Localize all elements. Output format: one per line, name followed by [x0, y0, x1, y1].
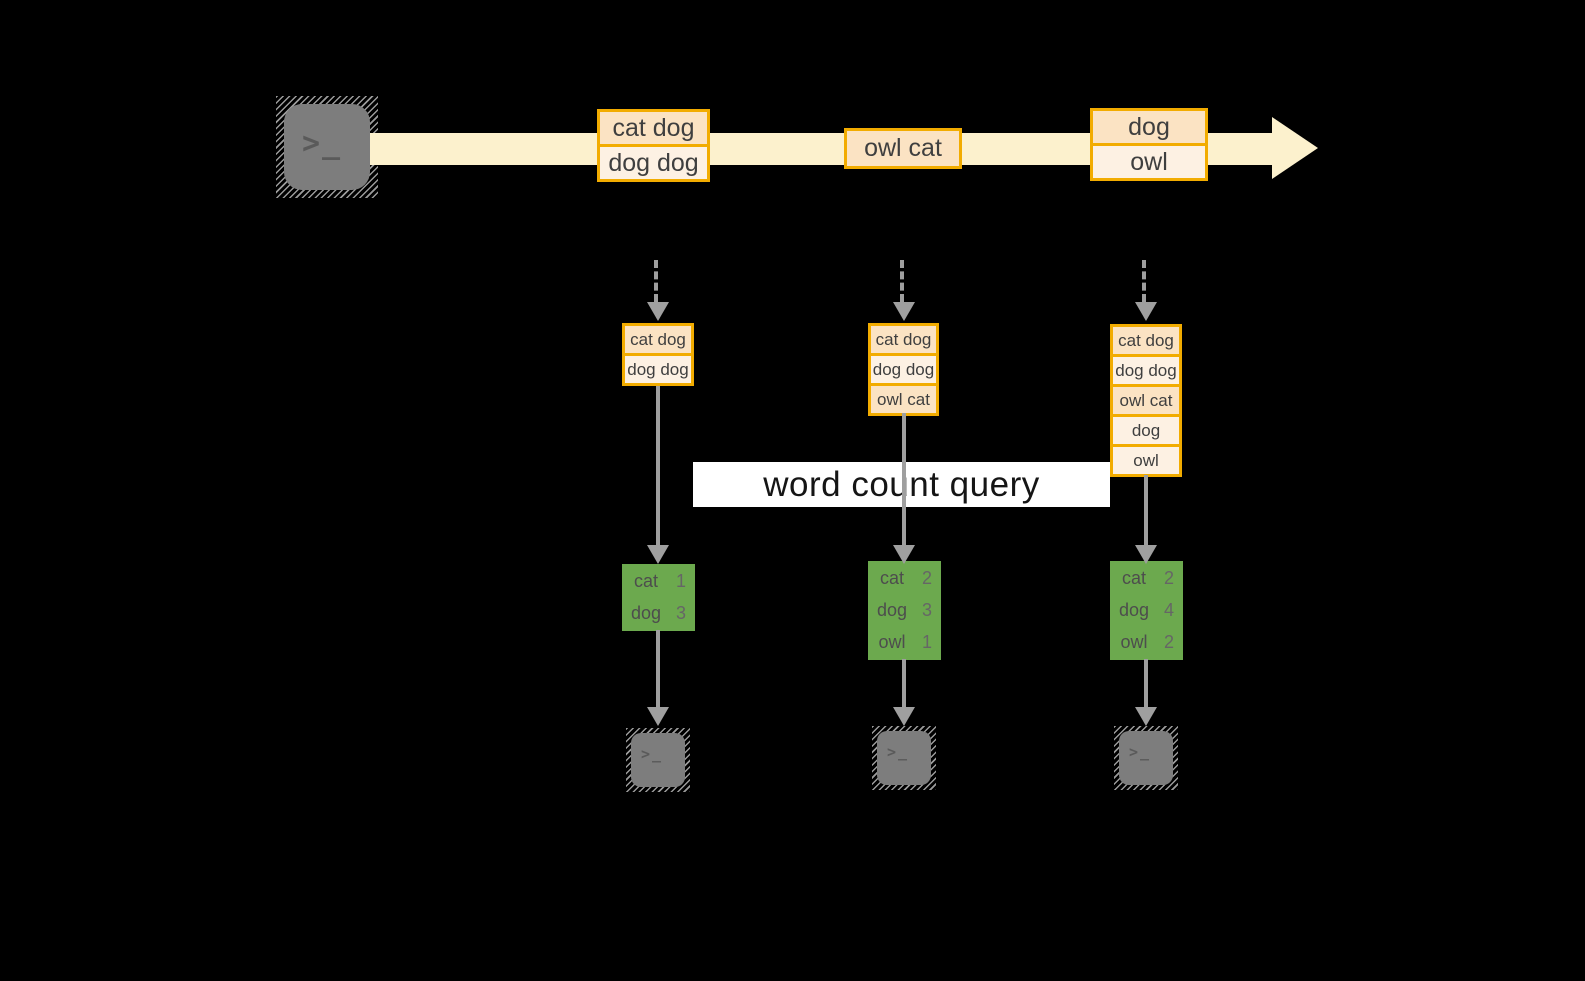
- stream-event-line: owl: [1090, 143, 1208, 181]
- count-value: 1: [675, 571, 686, 591]
- count-word: owl: [878, 632, 906, 652]
- stream-event-box: cat dog dog dog: [597, 109, 710, 182]
- count-word: cat: [1121, 568, 1146, 588]
- terminal-body: >_: [1119, 731, 1173, 785]
- output-arrow-head: [647, 707, 669, 726]
- stream-event-box: owl cat: [844, 128, 962, 169]
- count-word: dog: [876, 600, 908, 620]
- output-arrow-shaft: [902, 659, 906, 708]
- count-value: 1: [921, 632, 932, 652]
- count-table: cat 1 dog 3: [622, 564, 695, 631]
- stream-event-line: cat dog: [597, 109, 710, 147]
- output-arrow-head: [893, 707, 915, 726]
- count-table: cat 2 dog 4 owl 2: [1110, 561, 1183, 660]
- ingest-arrow-shaft: [900, 260, 904, 302]
- count-value: 2: [921, 568, 932, 588]
- query-arrow-head: [893, 545, 915, 564]
- ingest-arrow-shaft: [1142, 260, 1146, 302]
- terminal-prompt-glyph: >_: [887, 743, 910, 761]
- ingest-arrow-shaft: [654, 260, 658, 302]
- event-stack: cat dog dog dog owl cat: [868, 323, 939, 416]
- ingest-arrow-head: [893, 302, 915, 321]
- query-arrow-shaft: [902, 413, 906, 545]
- terminal-icon: >_: [1114, 726, 1178, 790]
- terminal-prompt-glyph: >_: [302, 126, 343, 161]
- stack-cell: cat dog: [622, 323, 694, 356]
- query-arrow-head: [1135, 545, 1157, 564]
- stack-cell: dog dog: [868, 353, 939, 386]
- stream-arrow-head: [1272, 117, 1318, 179]
- count-word: dog: [630, 603, 662, 623]
- count-value: 2: [1163, 632, 1174, 652]
- count-word: dog: [1118, 600, 1150, 620]
- count-value: 3: [921, 600, 932, 620]
- count-value: 3: [675, 603, 686, 623]
- stack-cell: owl cat: [868, 383, 939, 416]
- stream-event-box: dog owl: [1090, 108, 1208, 181]
- terminal-icon: >_: [626, 728, 690, 792]
- count-value: 2: [1163, 568, 1174, 588]
- terminal-body: >_: [631, 733, 685, 787]
- count-table: cat 2 dog 3 owl 1: [868, 561, 941, 660]
- terminal-icon: >_: [276, 96, 378, 198]
- stream-event-line: dog: [1090, 108, 1208, 146]
- terminal-icon: >_: [872, 726, 936, 790]
- stream-event-line: owl cat: [844, 128, 962, 169]
- query-arrow-shaft: [656, 386, 660, 546]
- stream-event-line: dog dog: [597, 144, 710, 182]
- query-arrow-head: [647, 545, 669, 564]
- terminal-body: >_: [284, 104, 370, 190]
- terminal-prompt-glyph: >_: [1129, 743, 1152, 761]
- stack-cell: dog dog: [622, 353, 694, 386]
- event-stack: cat dog dog dog: [622, 323, 694, 386]
- stack-cell: dog: [1110, 414, 1182, 447]
- stack-cell: owl: [1110, 444, 1182, 477]
- query-label: word count query: [763, 464, 1040, 504]
- output-arrow-shaft: [656, 630, 660, 708]
- stack-cell: cat dog: [868, 323, 939, 356]
- output-arrow-shaft: [1144, 659, 1148, 708]
- count-word: owl: [1120, 632, 1148, 652]
- count-value: 4: [1163, 600, 1174, 620]
- output-arrow-head: [1135, 707, 1157, 726]
- query-label-box: word count query: [693, 462, 1110, 507]
- terminal-prompt-glyph: >_: [641, 745, 664, 763]
- ingest-arrow-head: [1135, 302, 1157, 321]
- count-word: cat: [879, 568, 904, 588]
- stack-cell: owl cat: [1110, 384, 1182, 417]
- ingest-arrow-head: [647, 302, 669, 321]
- event-stack: cat dog dog dog owl cat dog owl: [1110, 324, 1182, 477]
- count-word: cat: [633, 571, 658, 591]
- stack-cell: cat dog: [1110, 324, 1182, 357]
- terminal-body: >_: [877, 731, 931, 785]
- query-arrow-shaft: [1144, 475, 1148, 545]
- stack-cell: dog dog: [1110, 354, 1182, 387]
